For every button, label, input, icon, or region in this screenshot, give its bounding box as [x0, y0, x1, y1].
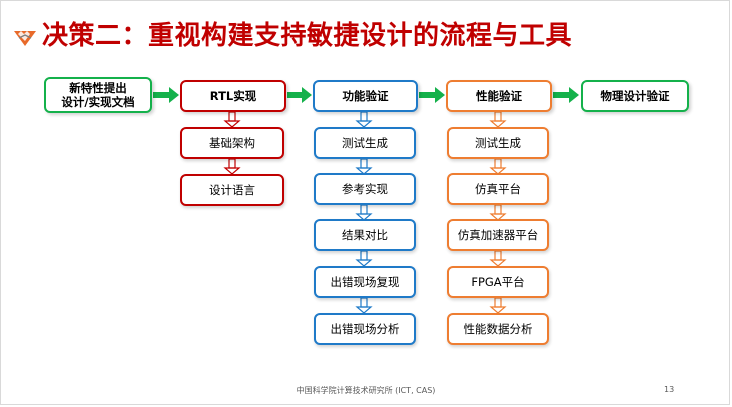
page-number: 13 [664, 385, 675, 394]
rtl-step-label: 设计语言 [209, 183, 255, 197]
flow-functional-box: 功能验证 [313, 80, 418, 112]
flow-rtl-box: RTL实现 [180, 80, 286, 112]
flow-start-line1: 新特性提出 [69, 81, 127, 95]
performance-step-label: 性能数据分析 [463, 322, 533, 336]
performance-step-label: 仿真加速器平台 [457, 228, 539, 242]
arrow-start-to-rtl [153, 87, 179, 103]
performance-step-box: 性能数据分析 [447, 313, 549, 345]
functional-step-box: 参考实现 [314, 173, 416, 205]
flow-start-box: 新特性提出 设计/实现文档 [44, 77, 152, 113]
arrow-performance-to-physical [553, 87, 579, 103]
functional-step-box: 出错现场复现 [314, 266, 416, 298]
rtl-step-box: 设计语言 [180, 174, 284, 206]
flow-physical-label: 物理设计验证 [600, 89, 670, 103]
slide-footer: 中国科学院计算技术研究所 (ICT, CAS) [296, 386, 436, 395]
performance-step-box: 测试生成 [447, 127, 549, 159]
functional-step-label: 结果对比 [342, 228, 388, 242]
ict-logo-icon [14, 31, 36, 46]
rtl-down-arrows [223, 111, 241, 175]
performance-step-box: 仿真加速器平台 [447, 219, 549, 251]
performance-step-label: FPGA平台 [471, 275, 525, 289]
flow-functional-label: 功能验证 [342, 89, 389, 103]
performance-step-box: 仿真平台 [447, 173, 549, 205]
rtl-step-box: 基础架构 [180, 127, 284, 159]
flow-performance-label: 性能验证 [476, 89, 522, 103]
performance-step-label: 测试生成 [475, 136, 521, 150]
arrow-rtl-to-functional [287, 87, 312, 103]
functional-step-label: 出错现场分析 [330, 322, 400, 336]
flow-start-line2: 设计/实现文档 [61, 95, 135, 109]
functional-step-label: 参考实现 [342, 182, 388, 196]
arrow-functional-to-performance [419, 87, 445, 103]
flow-performance-box: 性能验证 [446, 80, 552, 112]
flow-rtl-label: RTL实现 [209, 89, 257, 103]
performance-down-arrows [489, 111, 507, 314]
functional-step-label: 测试生成 [342, 136, 388, 150]
functional-down-arrows [355, 111, 373, 314]
performance-step-box: FPGA平台 [447, 266, 549, 298]
rtl-step-label: 基础架构 [209, 136, 255, 150]
functional-step-box: 出错现场分析 [314, 313, 416, 345]
slide-title: 决策二：重视构建支持敏捷设计的流程与工具 [42, 21, 573, 51]
flow-physical-box: 物理设计验证 [581, 80, 689, 112]
functional-step-box: 测试生成 [314, 127, 416, 159]
functional-step-box: 结果对比 [314, 219, 416, 251]
functional-step-label: 出错现场复现 [330, 275, 400, 289]
performance-step-label: 仿真平台 [475, 182, 521, 196]
